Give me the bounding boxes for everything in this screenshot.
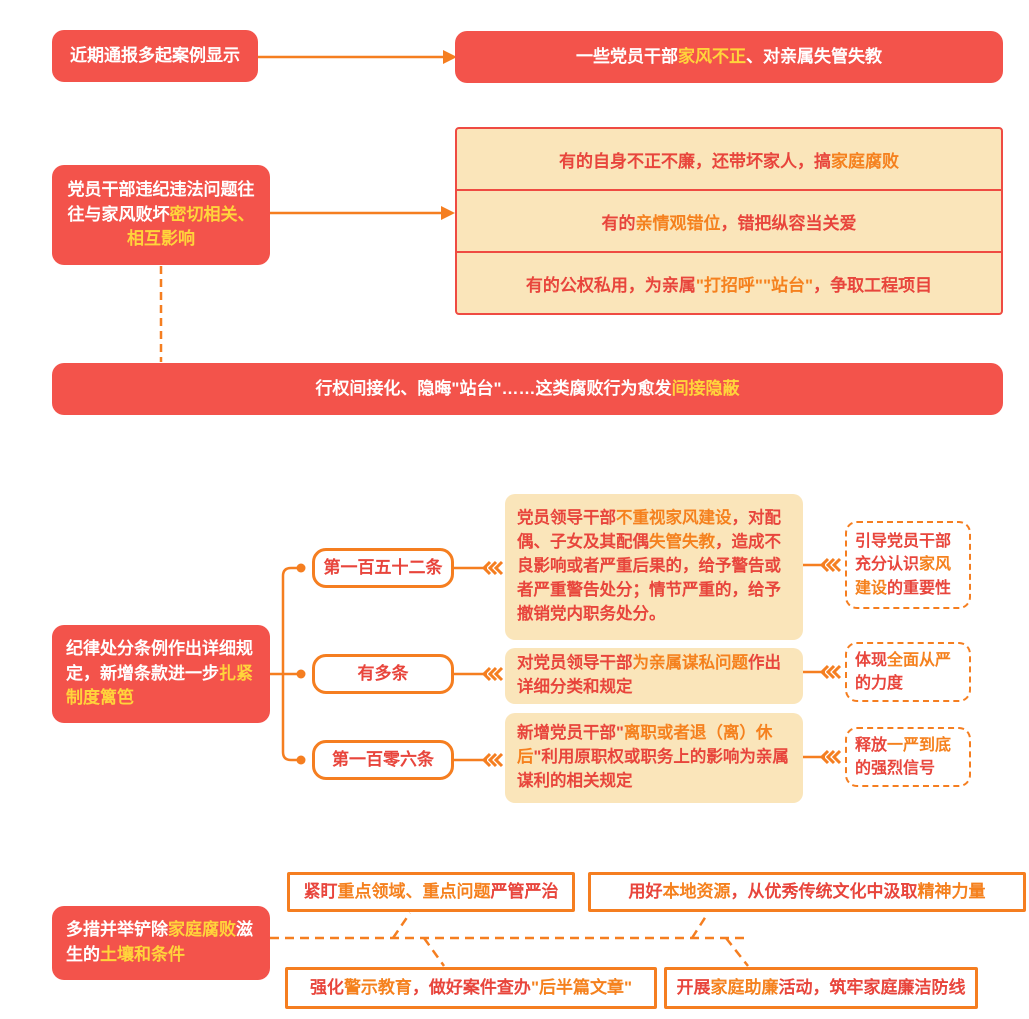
measure-box-1: 紧盯重点领域、重点问题严管严治 (287, 872, 575, 912)
measure-box-2: 用好本地资源，从优秀传统文化中汲取精神力量 (588, 872, 1026, 912)
clause-node-106: 第一百零六条 (312, 740, 454, 780)
measure-box-4: 开展家庭助廉活动，筑牢家庭廉洁防线 (664, 967, 978, 1009)
arrow-top-connector (258, 50, 457, 64)
clause-node-152: 第一百五十二条 (312, 548, 454, 588)
conclusion-banner: 行权间接化、隐晦"站台"……这类腐败行为愈发间接隐蔽 (52, 363, 1003, 415)
examples-table: 有的自身不正不廉，还带坏家人，搞家庭腐败 有的亲情观错位，错把纵容当关爱 有的公… (455, 127, 1003, 315)
clause-detail-106: 新增党员干部"离职或者退（离）休后"利用原职权或职务上的影响为亲属谋利的相关规定 (505, 713, 803, 803)
regulation-bracket-connector (270, 563, 306, 765)
example-row-1: 有的自身不正不廉，还带坏家人，搞家庭腐败 (559, 151, 899, 171)
clause-detail-152: 党员领导干部不重视家风建设，对配偶、子女及其配偶失管失教，造成不良影响或者严重后… (505, 494, 803, 640)
example-row-2: 有的亲情观错位，错把纵容当关爱 (457, 189, 1001, 251)
significance-box-1: 引导党员干部充分认识家风建设的重要性 (845, 521, 971, 609)
measure-box-3: 强化警示教育，做好案件查办"后半篇文章" (285, 967, 657, 1009)
clause-detail-connectors (454, 560, 504, 768)
measures-dashed-connectors (270, 912, 749, 967)
result-box: 一些党员干部家风不正、对亲属失管失教 (455, 31, 1003, 83)
detail-significance-connectors (803, 557, 842, 765)
arrow-cause-connector (270, 206, 455, 220)
significance-box-2: 体现全面从严的力度 (845, 642, 971, 702)
significance-box-3: 释放一严到底的强烈信号 (845, 727, 971, 787)
clause-detail-multi: 对党员领导干部为亲属谋私问题作出详细分类和规定 (505, 648, 803, 704)
case-reports-box: 近期通报多起案例显示 (52, 30, 258, 82)
clause-node-multi: 有多条 (312, 654, 454, 694)
measures-intro-box: 多措并举铲除家庭腐败滋生的土壤和条件 (52, 906, 270, 980)
example-row-3: 有的公权私用，为亲属"打招呼""站台"，争取工程项目 (457, 251, 1001, 313)
regulation-intro-box: 纪律处分条例作出详细规定，新增条款进一步扎紧制度篱笆 (52, 625, 270, 723)
cause-box: 党员干部违纪违法问题往往与家风败坏密切相关、相互影响 (52, 165, 270, 265)
